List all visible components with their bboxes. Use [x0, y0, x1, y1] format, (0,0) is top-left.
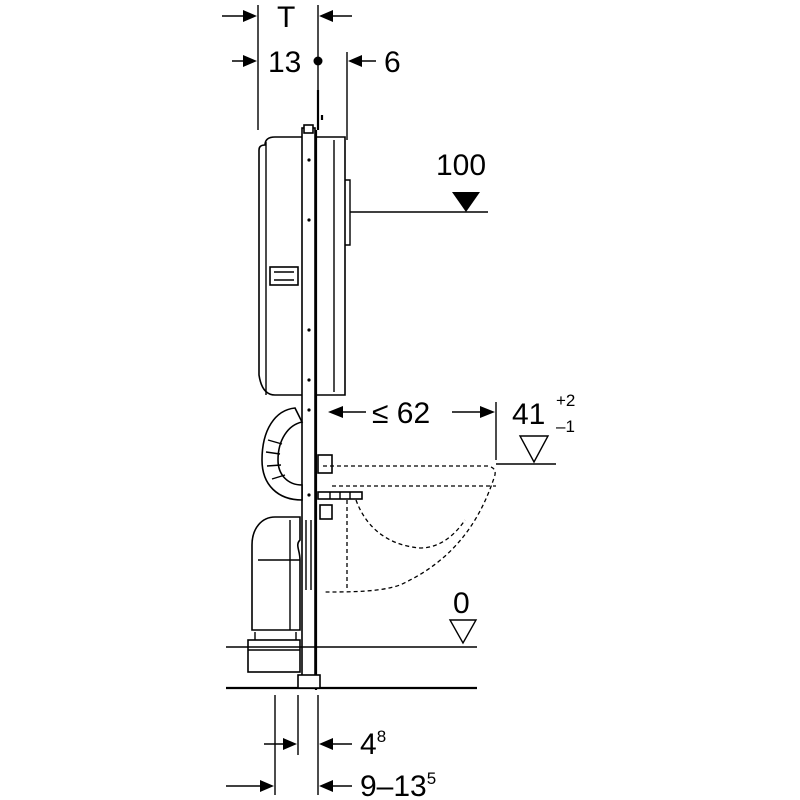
dimension-t-label: T — [277, 1, 295, 34]
dimension-bowl-projection: ≤ 62 — [328, 397, 497, 460]
bowl-projection-label: ≤ 62 — [372, 397, 430, 430]
level-zero-label: 0 — [453, 587, 470, 620]
floor — [226, 646, 477, 690]
connection-sleeves — [305, 454, 363, 590]
wc-bowl-outline — [323, 465, 496, 593]
arrow-right-icon — [260, 780, 274, 792]
bowl-height-label: 41 — [512, 398, 545, 431]
dimension-leg: 48 9–135 — [226, 695, 436, 800]
leg-base: 4 — [360, 728, 377, 761]
level-marker-icon — [452, 192, 480, 212]
arrow-right-icon — [243, 55, 257, 67]
dimension-13-6: 13 6 — [232, 46, 401, 140]
arrow-left-icon — [319, 780, 333, 792]
arrow-left-icon — [319, 738, 333, 750]
dimension-13-label: 13 — [268, 46, 301, 79]
arrow-left-icon — [328, 406, 343, 418]
leg-range-sup: 5 — [427, 769, 436, 788]
leg-range-base: 9–13 — [360, 770, 427, 800]
waste-pipe — [247, 516, 301, 673]
level-bowl-height: 41 +2 –1 — [496, 391, 575, 465]
arrow-left-icon — [319, 10, 333, 22]
level-100-label: 100 — [436, 149, 486, 182]
arrow-right-icon — [283, 738, 297, 750]
leg-label: 48 — [360, 727, 386, 761]
bowl-height-tol-minus: –1 — [556, 417, 575, 436]
bowl-height-tol-plus: +2 — [556, 391, 575, 410]
level-marker-icon — [448, 619, 478, 645]
arrow-left-icon — [348, 55, 362, 67]
dimension-t: T — [222, 1, 352, 130]
arrow-right-icon — [243, 10, 257, 22]
level-zero: 0 — [448, 587, 478, 645]
dimension-6-label: 6 — [384, 46, 401, 79]
level-100: 100 — [350, 149, 488, 213]
leg-range-label: 9–135 — [360, 769, 436, 800]
reference-point-icon — [313, 56, 323, 66]
level-marker-icon — [518, 435, 550, 464]
flush-pipe — [261, 407, 304, 501]
leg-sup: 8 — [377, 727, 386, 746]
arrow-right-icon — [480, 406, 495, 418]
